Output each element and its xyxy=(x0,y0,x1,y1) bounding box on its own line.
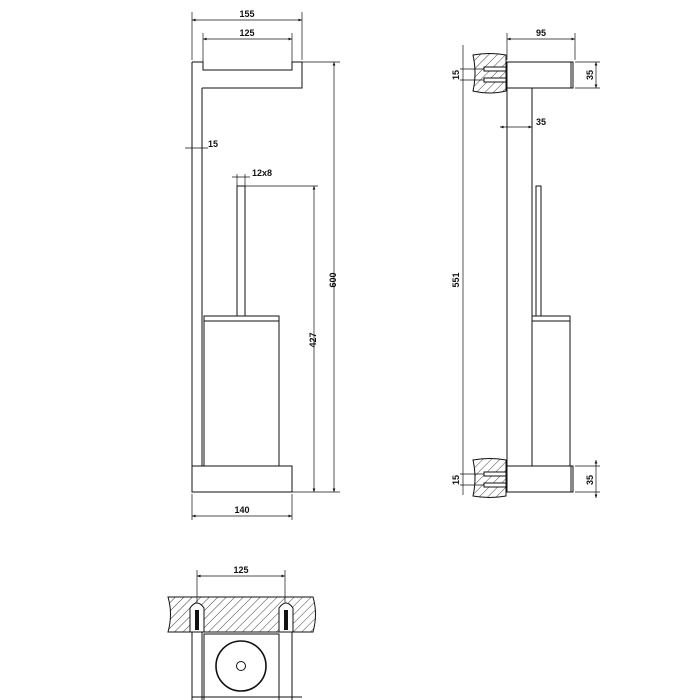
brush-handle xyxy=(236,185,246,317)
base xyxy=(191,465,293,493)
dim-155: 155 xyxy=(239,9,254,19)
brush-container-side xyxy=(531,315,571,467)
dim-140: 140 xyxy=(234,505,249,515)
dim-551: 551 xyxy=(451,272,461,287)
dim-15-bottom: 15 xyxy=(451,475,461,485)
base-side xyxy=(506,465,574,493)
dim-35-bottom: 35 xyxy=(585,475,595,485)
dim-427: 427 xyxy=(308,332,318,347)
top-arm xyxy=(506,61,574,89)
dim-95: 95 xyxy=(536,28,546,38)
top-shelf xyxy=(192,61,303,89)
wall-section-top xyxy=(472,53,507,94)
side-view: 95 35 35 15 551 15 35 xyxy=(451,28,600,498)
wall-section-bottom xyxy=(472,458,507,498)
dim-35-top: 35 xyxy=(585,70,595,80)
brush-head-circle xyxy=(215,640,267,692)
dim-15: 15 xyxy=(208,139,218,149)
dim-12x8: 12x8 xyxy=(252,168,272,178)
brush-container xyxy=(203,315,280,467)
dim-15-top: 15 xyxy=(451,70,461,80)
plan-view: 125 xyxy=(167,565,316,700)
dim-125-plan: 125 xyxy=(233,565,248,575)
front-view: 155 125 15 12x8 427 600 140 xyxy=(185,9,340,520)
handle-circle xyxy=(236,661,246,671)
dim-35-post: 35 xyxy=(536,117,546,127)
dim-600: 600 xyxy=(328,272,338,287)
dim-125: 125 xyxy=(239,28,254,38)
container-plan xyxy=(203,633,280,700)
brush-handle-side xyxy=(535,185,542,317)
